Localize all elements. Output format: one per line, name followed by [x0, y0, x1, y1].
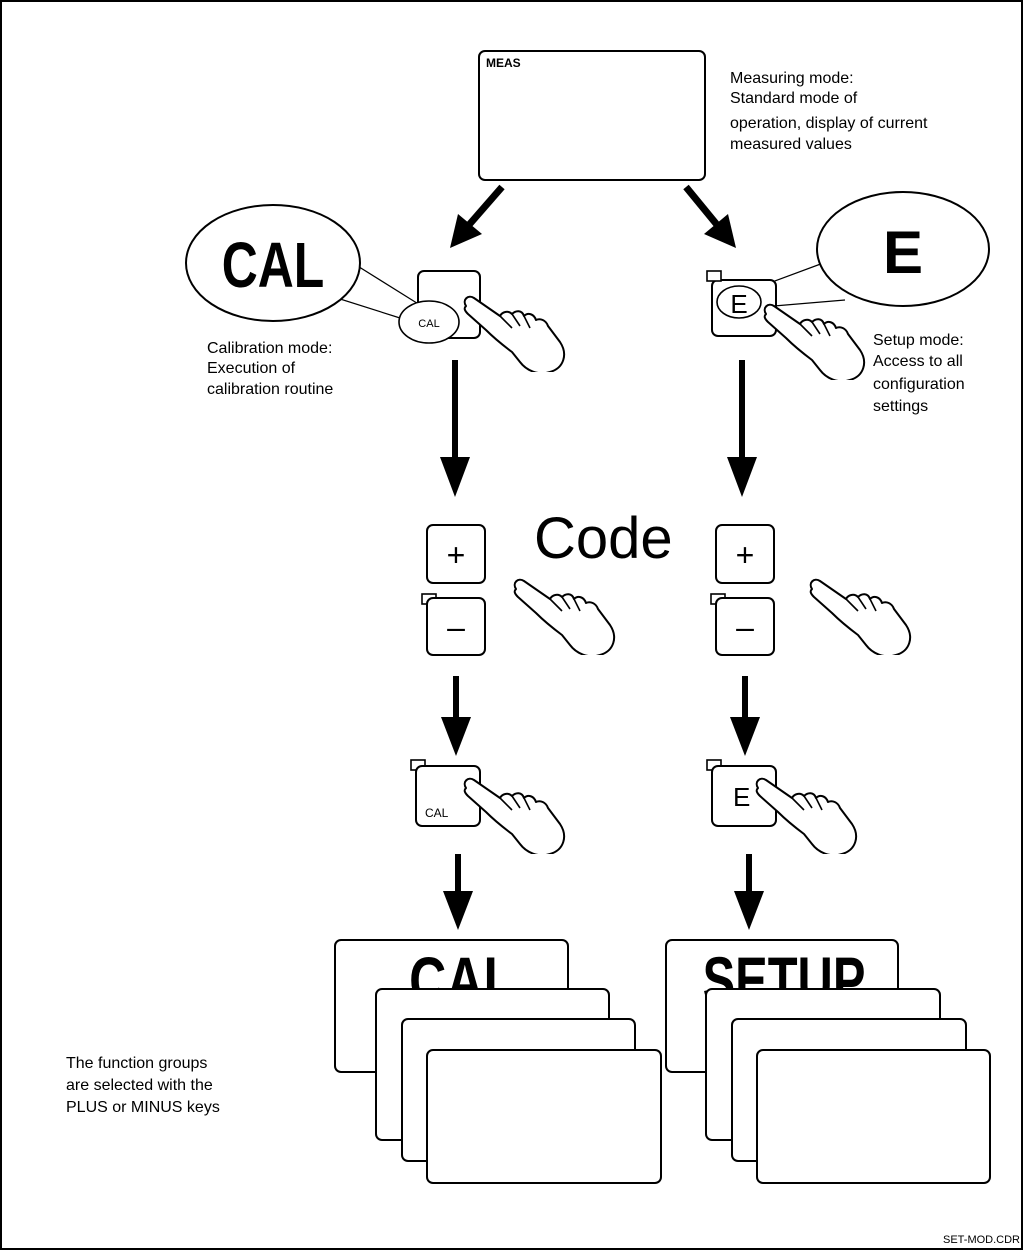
led-indicator: [706, 270, 722, 282]
arrow-meas-to-cal: [450, 184, 505, 248]
arrow-setup-down-2: [730, 676, 760, 756]
setup-badge: E: [744, 191, 990, 309]
arrow-cal-down-3: [443, 854, 473, 930]
plus-key-left[interactable]: +: [426, 524, 486, 584]
setup-key-bottom-label: E: [733, 782, 750, 812]
setup-badge-label: E: [883, 219, 923, 286]
arrow-cal-down-1: [440, 360, 470, 497]
plus-key-label: +: [736, 537, 755, 573]
hand-icon: [809, 578, 912, 655]
code-label: Code: [534, 506, 673, 571]
footnote-text: The function groups are selected with th…: [66, 1055, 220, 1116]
arrow-meas-to-setup: [683, 184, 736, 248]
setup-screen-stack: SETUP: [665, 939, 991, 1184]
meas-display-label: MEAS: [486, 56, 521, 70]
minus-key-label: –: [736, 609, 754, 645]
setup-key[interactable]: E: [706, 270, 777, 337]
meas-display: MEAS: [478, 50, 706, 181]
screen-card: [756, 1049, 991, 1184]
hand-icon: [763, 303, 866, 380]
cal-key-bottom-label: CAL: [425, 806, 449, 820]
calibration-mode-text: Calibration mode: Execution of calibrati…: [207, 340, 337, 398]
minus-key-left[interactable]: –: [426, 597, 486, 656]
arrow-setup-down-3: [734, 854, 764, 930]
cal-screen-stack: CAL: [334, 939, 662, 1184]
hand-icon: [513, 578, 616, 655]
setup-key-label: E: [730, 289, 747, 319]
cal-key-bottom[interactable]: CAL: [415, 765, 481, 827]
measuring-mode-text: Measuring mode: Standard mode of operati…: [730, 70, 932, 153]
setup-mode-text: Setup mode: Access to all configuration …: [873, 332, 969, 415]
arrow-cal-down-2: [441, 676, 471, 756]
cal-badge: CAL: [185, 204, 421, 322]
arrow-setup-down-1: [727, 360, 757, 497]
cal-key-label: CAL: [418, 318, 439, 330]
plus-key-label: +: [447, 537, 466, 573]
minus-key-label: –: [447, 609, 465, 645]
cal-badge-label: CAL: [222, 230, 325, 301]
plus-key-right[interactable]: +: [715, 524, 775, 584]
file-tag: SET-MOD.CDR: [943, 1234, 1020, 1246]
cal-key[interactable]: CAL: [398, 270, 481, 344]
screen-card: [426, 1049, 662, 1184]
minus-key-right[interactable]: –: [715, 597, 775, 656]
